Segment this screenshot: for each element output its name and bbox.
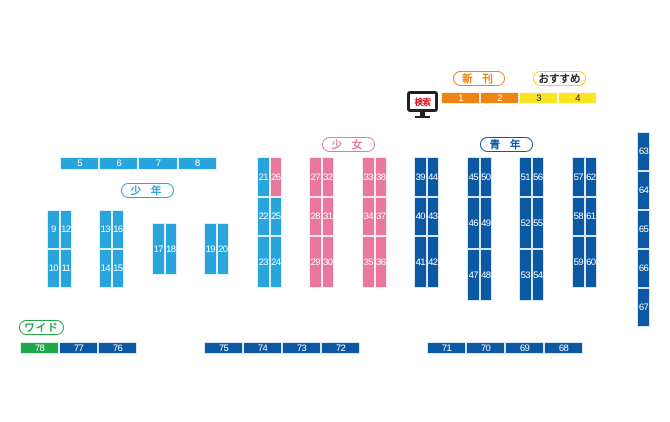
monitor-icon: 検索 (407, 91, 438, 112)
shelf-1[interactable]: 1 (441, 92, 480, 104)
shelf-27[interactable]: 27 (309, 157, 322, 197)
shelf-34[interactable]: 34 (362, 197, 375, 236)
shelf-4[interactable]: 4 (558, 92, 597, 104)
monitor-stand (420, 112, 425, 116)
shelf-53[interactable]: 53 (519, 249, 532, 301)
shelf-64[interactable]: 64 (637, 171, 650, 210)
shelf-47[interactable]: 47 (467, 249, 480, 301)
shelf-61[interactable]: 61 (584, 197, 597, 236)
section-tag-wide: ワイド (19, 320, 64, 335)
shelf-66[interactable]: 66 (637, 249, 650, 288)
shelf-30[interactable]: 30 (321, 236, 334, 288)
shelf-38[interactable]: 38 (374, 157, 387, 197)
shelf-10[interactable]: 10 (47, 249, 60, 288)
shelf-69[interactable]: 69 (505, 342, 544, 354)
shelf-39[interactable]: 39 (414, 157, 427, 197)
shelf-52[interactable]: 52 (519, 197, 532, 249)
shelf-7[interactable]: 7 (138, 157, 178, 170)
shelf-33[interactable]: 33 (362, 157, 375, 197)
shelf-20[interactable]: 20 (216, 223, 229, 275)
shelf-24[interactable]: 24 (269, 236, 282, 288)
section-tag-osusume: おすすめ (533, 71, 586, 86)
section-tag-shinkan: 新 刊 (453, 71, 505, 86)
shelf-71[interactable]: 71 (427, 342, 466, 354)
shelf-49[interactable]: 49 (479, 197, 492, 249)
section-tag-shojo: 少 女 (322, 137, 375, 152)
shelf-18[interactable]: 18 (164, 223, 177, 275)
shelf-56[interactable]: 56 (531, 157, 544, 197)
shelf-32[interactable]: 32 (321, 157, 334, 197)
shelf-11[interactable]: 11 (59, 249, 72, 288)
section-tag-shonen: 少 年 (121, 183, 174, 198)
shelf-77[interactable]: 77 (59, 342, 98, 354)
shelf-22[interactable]: 22 (257, 197, 270, 236)
shelf-48[interactable]: 48 (479, 249, 492, 301)
shelf-17[interactable]: 17 (152, 223, 165, 275)
shelf-19[interactable]: 19 (204, 223, 217, 275)
shelf-42[interactable]: 42 (426, 236, 439, 288)
shelf-76[interactable]: 76 (98, 342, 137, 354)
shelf-36[interactable]: 36 (374, 236, 387, 288)
shelf-78[interactable]: 78 (20, 342, 59, 354)
shelf-6[interactable]: 6 (99, 157, 139, 170)
shelf-21[interactable]: 21 (257, 157, 270, 197)
shelf-54[interactable]: 54 (531, 249, 544, 301)
search-terminal-button[interactable]: 検索 (407, 91, 438, 119)
monitor-base (415, 116, 430, 118)
shelf-72[interactable]: 72 (321, 342, 360, 354)
shelf-43[interactable]: 43 (426, 197, 439, 236)
shelf-59[interactable]: 59 (572, 236, 585, 288)
shelf-13[interactable]: 13 (99, 210, 112, 249)
shelf-31[interactable]: 31 (321, 197, 334, 236)
shelf-68[interactable]: 68 (544, 342, 583, 354)
shelf-65[interactable]: 65 (637, 210, 650, 249)
shelf-40[interactable]: 40 (414, 197, 427, 236)
shelf-51[interactable]: 51 (519, 157, 532, 197)
shelf-16[interactable]: 16 (111, 210, 124, 249)
shelf-15[interactable]: 15 (111, 249, 124, 288)
shelf-14[interactable]: 14 (99, 249, 112, 288)
shelf-26[interactable]: 26 (269, 157, 282, 197)
shelf-58[interactable]: 58 (572, 197, 585, 236)
shelf-60[interactable]: 60 (584, 236, 597, 288)
shelf-3[interactable]: 3 (519, 92, 558, 104)
section-tag-seinen: 青 年 (480, 137, 533, 152)
shelf-74[interactable]: 74 (243, 342, 282, 354)
shelf-37[interactable]: 37 (374, 197, 387, 236)
shelf-50[interactable]: 50 (479, 157, 492, 197)
shelf-67[interactable]: 67 (637, 288, 650, 327)
shelf-63[interactable]: 63 (637, 132, 650, 171)
shelf-41[interactable]: 41 (414, 236, 427, 288)
shelf-12[interactable]: 12 (59, 210, 72, 249)
shelf-62[interactable]: 62 (584, 157, 597, 197)
shelf-44[interactable]: 44 (426, 157, 439, 197)
shelf-46[interactable]: 46 (467, 197, 480, 249)
shelf-73[interactable]: 73 (282, 342, 321, 354)
shelf-9[interactable]: 9 (47, 210, 60, 249)
shelf-57[interactable]: 57 (572, 157, 585, 197)
shelf-70[interactable]: 70 (466, 342, 505, 354)
shelf-35[interactable]: 35 (362, 236, 375, 288)
shelf-29[interactable]: 29 (309, 236, 322, 288)
shelf-45[interactable]: 45 (467, 157, 480, 197)
shelf-23[interactable]: 23 (257, 236, 270, 288)
shelf-8[interactable]: 8 (177, 157, 217, 170)
shelf-55[interactable]: 55 (531, 197, 544, 249)
shelf-2[interactable]: 2 (480, 92, 519, 104)
search-label: 検索 (414, 97, 431, 108)
shelf-28[interactable]: 28 (309, 197, 322, 236)
shelf-75[interactable]: 75 (204, 342, 243, 354)
shelf-25[interactable]: 25 (269, 197, 282, 236)
shelf-5[interactable]: 5 (60, 157, 100, 170)
